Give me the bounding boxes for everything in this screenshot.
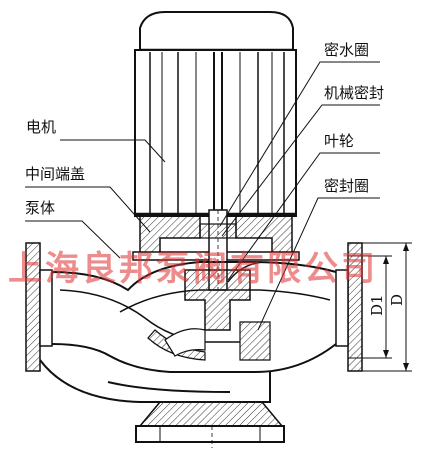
motor-cap — [139, 11, 294, 52]
pump-casing — [25, 242, 363, 403]
label-mechanical-seal: 机械密封 — [324, 84, 385, 102]
label-middle-end-cover: 中间端盖 — [25, 165, 86, 183]
label-pump-body: 泵体 — [25, 199, 56, 217]
motor-body — [134, 49, 297, 217]
pump-base — [135, 401, 285, 448]
watermark-text: 上海良邦泵阀有限公司 — [8, 249, 378, 289]
label-motor: 电机 — [26, 118, 57, 136]
dimension-lines: D1 D — [348, 242, 412, 372]
leader-lines — [25, 61, 380, 331]
label-water-seal-ring: 密水圈 — [324, 41, 370, 59]
dimension-d: D — [388, 294, 406, 306]
dimension-d1: D1 — [368, 294, 386, 316]
label-impeller: 叶轮 — [324, 132, 355, 150]
label-seal-ring: 密封圈 — [324, 177, 370, 195]
impeller — [184, 261, 263, 331]
